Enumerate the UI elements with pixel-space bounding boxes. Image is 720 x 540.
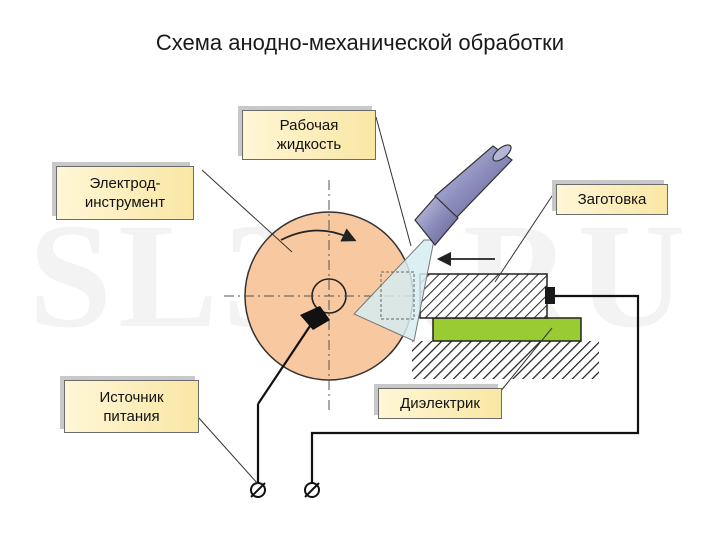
leader-power	[197, 416, 259, 485]
nozzle-end	[492, 144, 512, 162]
label-workpiece: Заготовка	[556, 184, 668, 215]
label-power: Источник питания	[64, 380, 199, 433]
machine-base	[412, 341, 599, 379]
leader-workpiece	[494, 189, 557, 283]
label-electrode: Электрод- инструмент	[56, 166, 194, 220]
leader-dielectric	[499, 327, 553, 393]
terminal-icon	[304, 482, 320, 498]
workpiece	[419, 273, 548, 319]
brush-icon	[300, 306, 330, 330]
dielectric-plate	[432, 317, 582, 342]
page-title: Схема анодно-механической обработки	[155, 30, 565, 55]
rotation-arrow-icon	[280, 228, 357, 242]
nozzle-body	[434, 145, 513, 218]
terminal-icon	[250, 482, 266, 498]
label-dielectric: Диэлектрик	[378, 388, 502, 419]
leader-fluid	[375, 116, 412, 247]
workpiece-terminal	[545, 287, 555, 304]
brush-lead	[257, 319, 315, 405]
label-fluid: Рабочая жидкость	[242, 110, 376, 160]
gap-zone	[380, 271, 415, 320]
leader-electrode	[201, 169, 293, 253]
workpiece-wire	[310, 294, 640, 490]
